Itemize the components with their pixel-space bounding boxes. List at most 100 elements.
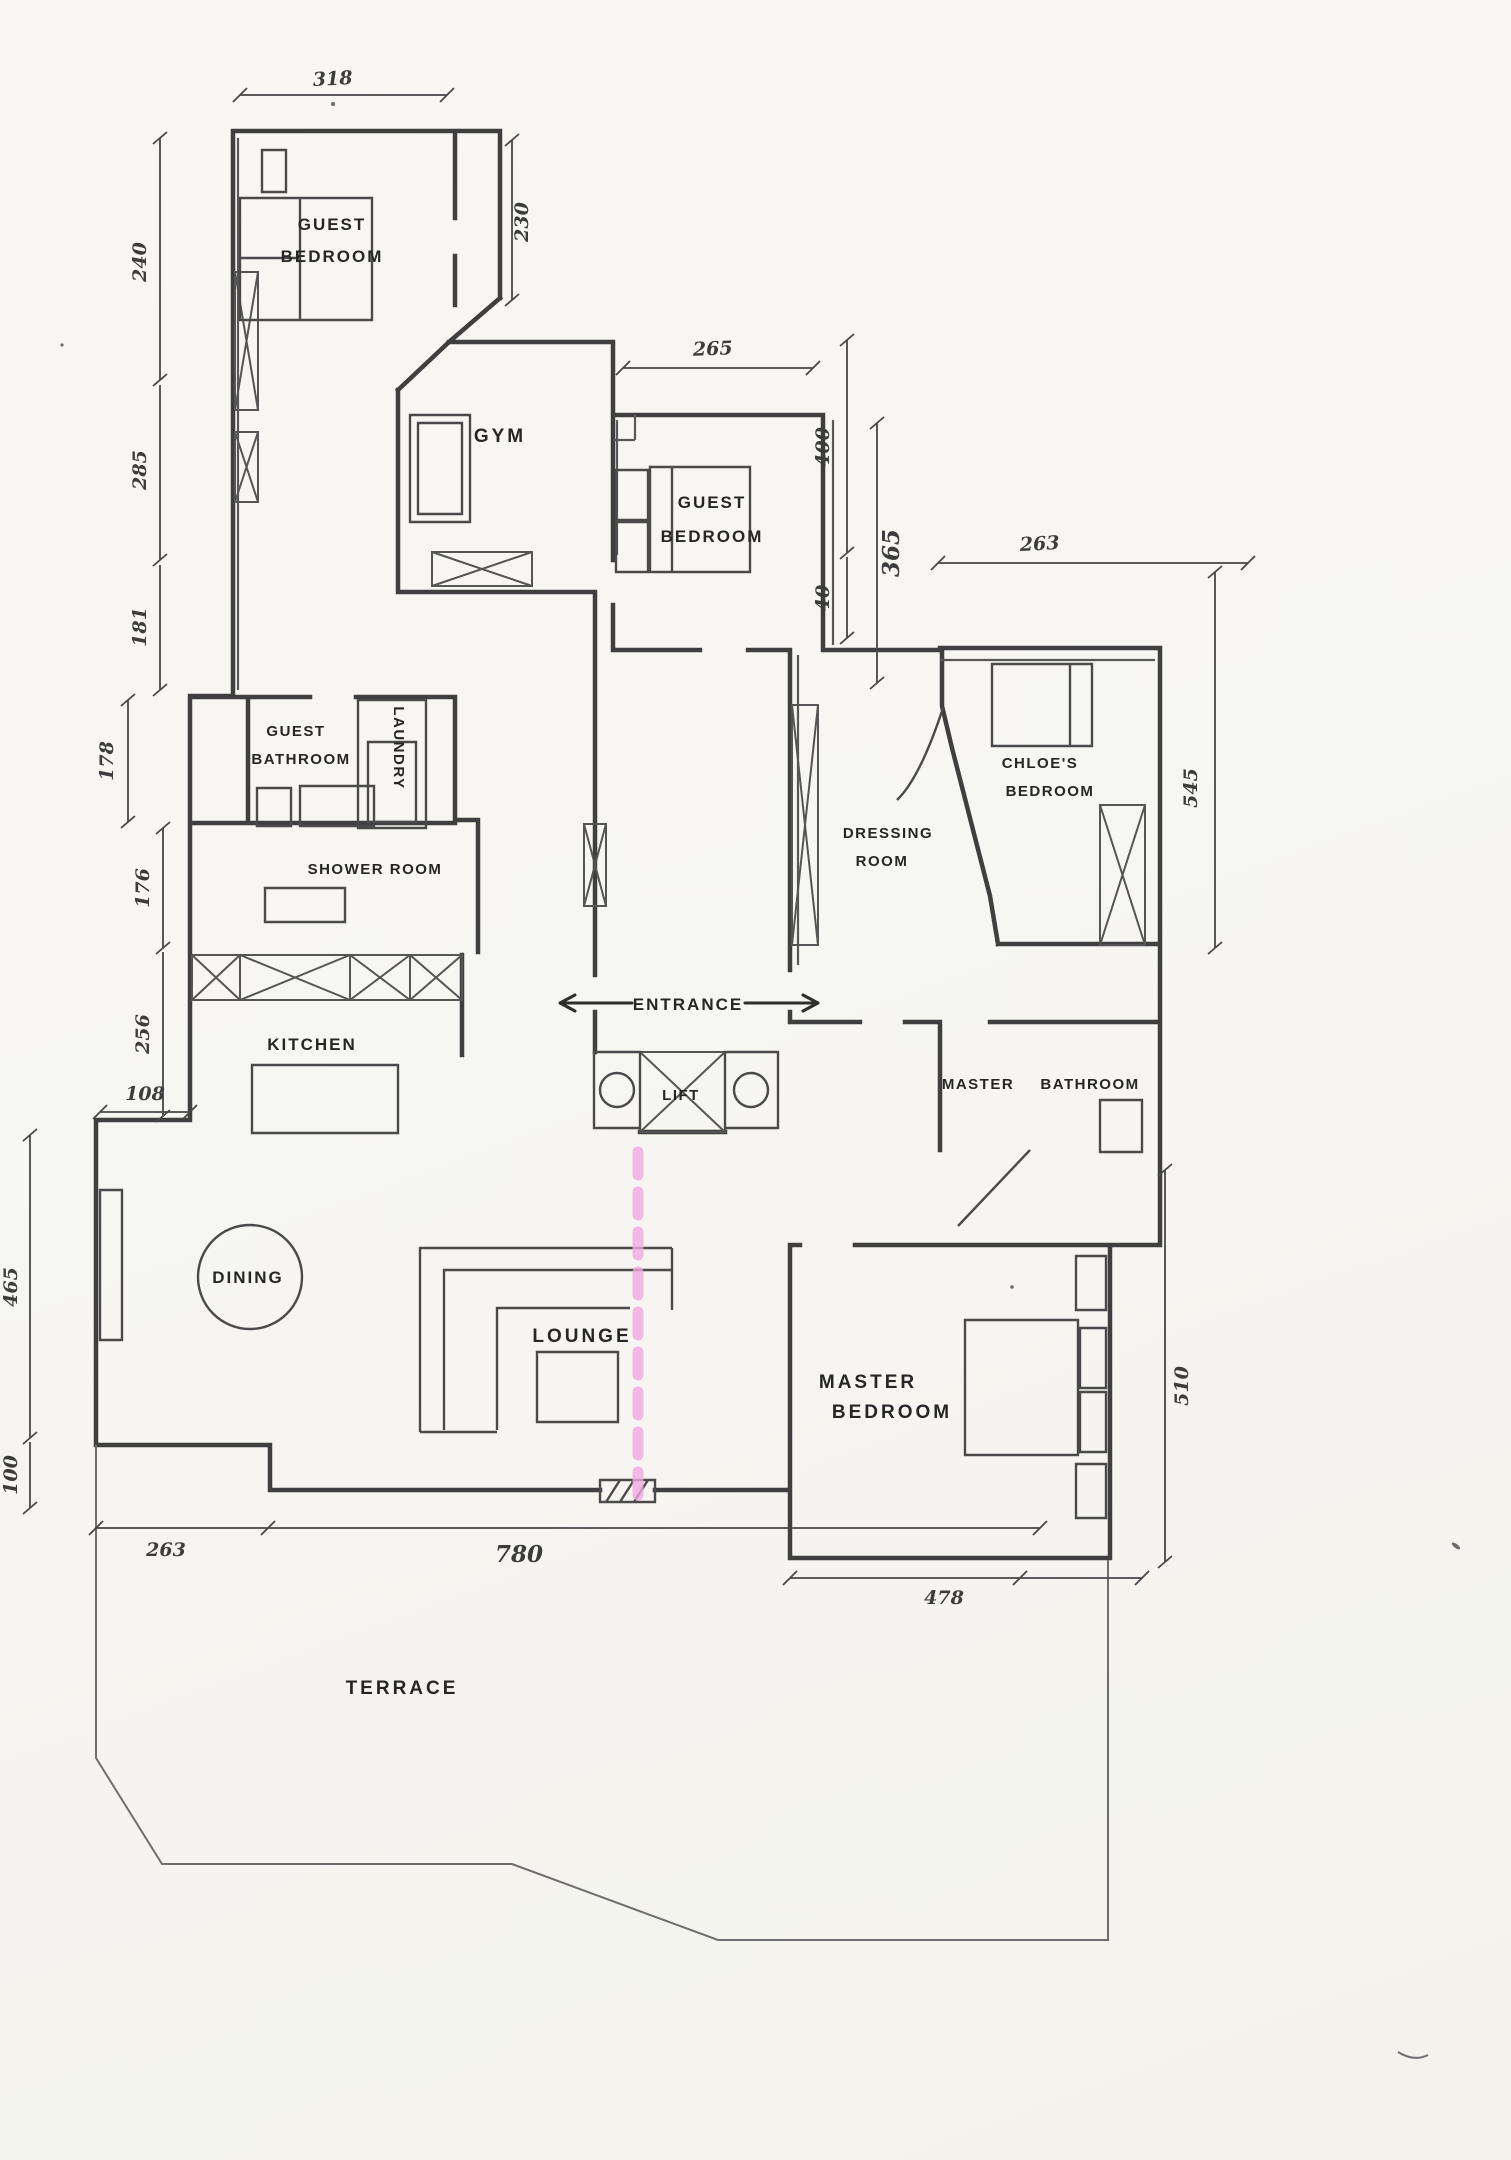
- dimension-left-mid: 285: [129, 385, 168, 567]
- pen-speck: [60, 343, 64, 347]
- lounge-table: [535, 1350, 620, 1424]
- lift-side-cabinets: [592, 1050, 780, 1130]
- dimension-master-width: 478: [782, 1570, 1150, 1609]
- dimension-left-upper: 240: [129, 131, 168, 387]
- dimension-guest2-offset: 40: [812, 557, 855, 645]
- room-labels: GUEST BEDROOM GYM GUEST BEDROOM GUEST BA…: [212, 215, 1139, 1699]
- outer-walls: [93, 128, 1163, 1561]
- dimension-master-height: 510: [1157, 1163, 1193, 1569]
- dimension-living-height: 465: [0, 1128, 38, 1445]
- dressing-room-label: DRESSING: [843, 825, 933, 842]
- gym-label: GYM: [474, 426, 526, 447]
- dimension-label: 465: [0, 1267, 22, 1307]
- terrace-door-hatch: [598, 1478, 657, 1504]
- dimension-label: 285: [129, 450, 151, 491]
- dimension-guest1-width: 318: [232, 67, 455, 103]
- guest1-wardrobe: [260, 148, 288, 194]
- master-bathroom-label: BATHROOM: [1040, 1076, 1139, 1093]
- dimension-label: 240: [129, 242, 151, 283]
- master-bedroom-label: BEDROOM: [832, 1402, 952, 1423]
- appliance-circle: [732, 1071, 770, 1109]
- shower-bench: [263, 886, 347, 924]
- lift-label: LIFT: [662, 1087, 700, 1104]
- bathroom-door-leaf: [957, 1149, 1031, 1227]
- dining-table-circle: [196, 1223, 304, 1331]
- dimension-label: 176: [132, 868, 154, 908]
- dimension-label: 178: [96, 741, 118, 781]
- dimension-label: 780: [495, 1541, 543, 1568]
- dimension-living-lower: 100: [0, 1442, 38, 1515]
- dimension-guest2-height: 400: [812, 333, 855, 560]
- dimension-label: 478: [924, 1587, 964, 1609]
- master-bathroom-label: MASTER: [942, 1076, 1014, 1093]
- dressing-room-label: ROOM: [856, 853, 909, 870]
- lounge-label: LOUNGE: [532, 1326, 631, 1347]
- dimension-label: 40: [812, 585, 834, 611]
- dimension-label: 263: [145, 1539, 186, 1561]
- pen-squiggle: [1397, 2051, 1429, 2059]
- furniture: [98, 148, 1144, 1520]
- terrace-label: TERRACE: [346, 1678, 459, 1699]
- appliance-circle: [598, 1071, 636, 1109]
- dimension-guest2-width: 265: [615, 337, 821, 376]
- kitchen-label: KITCHEN: [267, 1035, 357, 1054]
- guest2-wardrobe: [614, 468, 650, 574]
- dimension-label: 365: [878, 529, 905, 577]
- guest-bedroom-2-label: BEDROOM: [661, 527, 764, 546]
- corridor-cross-box: [583, 823, 607, 907]
- chloes-bedroom-label: CHLOE'S: [1002, 755, 1079, 772]
- dimension-bottom-left-width: 263: [88, 1520, 276, 1561]
- dimension-label: 256: [132, 1014, 154, 1055]
- dimension-terrace-width: 780: [268, 1520, 1048, 1568]
- dining-label: DINING: [212, 1268, 284, 1287]
- dimension-label: 545: [1180, 768, 1202, 808]
- dimension-label: 263: [1018, 532, 1060, 556]
- dimension-chloe-height: 545: [1180, 565, 1223, 955]
- dimension-label: 400: [812, 427, 834, 467]
- dimension-bath-height: 178: [96, 693, 136, 829]
- gym-mat-cross-box: [431, 551, 533, 587]
- dimension-label: 510: [1171, 1366, 1193, 1406]
- window-bench: [98, 1188, 124, 1342]
- guest-bedroom-2-label: GUEST: [678, 493, 747, 512]
- scan-marks: [60, 102, 1461, 2059]
- laundry-label: LAUNDRY: [390, 706, 407, 789]
- pen-speck: [1451, 1542, 1461, 1550]
- kitchen-island: [250, 1063, 400, 1135]
- dimension-step-width: 108: [92, 1083, 198, 1120]
- master-bedroom-label: MASTER: [819, 1372, 917, 1393]
- guest-bedroom-1-label: GUEST: [298, 215, 367, 234]
- dimension-label: 265: [692, 337, 733, 360]
- toilet: [1098, 1098, 1144, 1154]
- entrance-label: ENTRANCE: [633, 995, 743, 1014]
- dimension-label: 318: [312, 67, 353, 91]
- dimension-chloe-width: 263: [930, 532, 1256, 571]
- crossed-boxes: [191, 271, 1146, 1133]
- terrace-outline: [95, 1445, 1109, 1941]
- dimension-left-lower: 181: [129, 565, 168, 697]
- pen-speck: [331, 102, 335, 106]
- master-bed: [963, 1254, 1108, 1520]
- guest1-bed: [238, 196, 374, 322]
- dimension-shower-height: 176: [132, 821, 171, 955]
- entrance-arrows: [558, 993, 820, 1013]
- dimension-corridor-width: 230: [504, 133, 533, 307]
- dressing-wardrobe-cross-box: [791, 704, 819, 946]
- wardrobe-cross-box: [234, 431, 259, 503]
- lounge-sofa: [418, 1246, 674, 1434]
- chloe-bed: [990, 662, 1094, 748]
- kitchen-window-cross-boxes: [191, 954, 463, 1001]
- dimension-label: 100: [0, 1455, 22, 1495]
- guest2-bed: [648, 465, 752, 574]
- shower-room-label: SHOWER ROOM: [308, 861, 443, 878]
- chloe-door-curve: [896, 707, 945, 801]
- pen-speck: [1010, 1285, 1014, 1289]
- dimension-label: 230: [511, 202, 533, 243]
- guest-bathroom-label: GUEST: [266, 723, 325, 740]
- gym-equipment: [408, 413, 472, 524]
- chloe-wardrobe-cross-box: [1099, 804, 1146, 946]
- bathtub: [298, 784, 376, 828]
- dimension-label: 181: [129, 607, 151, 647]
